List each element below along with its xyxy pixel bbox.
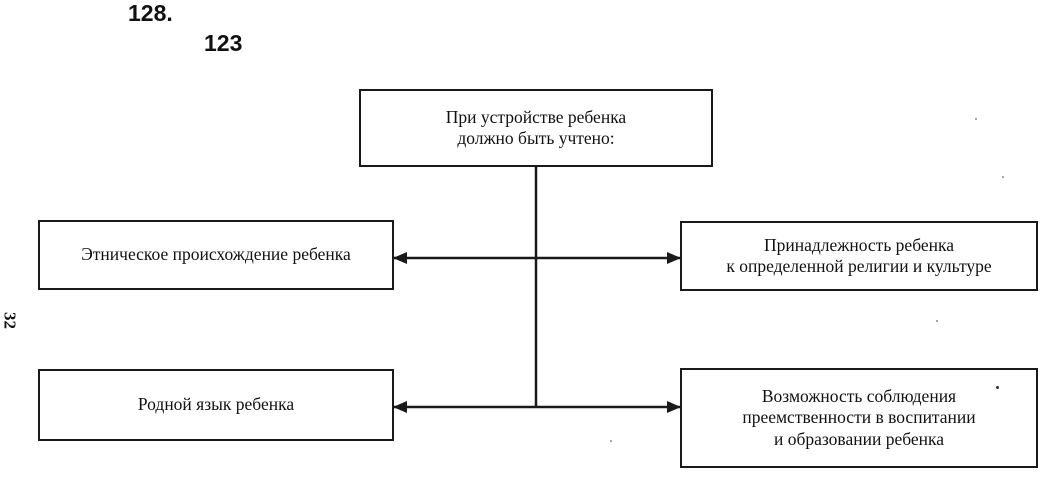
scan-speck	[996, 386, 999, 389]
root-node: При устройстве ребенка должно быть учтен…	[359, 89, 713, 167]
scan-speck	[1002, 176, 1004, 178]
node-religion-culture: Принадлежность ребенка к определенной ре…	[680, 221, 1038, 291]
node-continuity-upbringing: Возможность соблюдения преемственности в…	[680, 368, 1038, 468]
node-continuity-upbringing-label: Возможность соблюдения преемственности в…	[742, 386, 975, 450]
scan-speck	[936, 320, 938, 322]
node-religion-culture-label: Принадлежность ребенка к определенной ре…	[726, 235, 991, 278]
node-ethnic-origin: Этническое происхождение ребенка	[38, 220, 394, 290]
node-native-language-label: Родной язык ребенка	[138, 394, 294, 415]
root-node-label: При устройстве ребенка должно быть учтен…	[446, 107, 626, 150]
node-native-language: Родной язык ребенка	[38, 369, 394, 441]
scan-speck	[975, 118, 977, 120]
node-ethnic-origin-label: Этническое происхождение ребенка	[81, 244, 351, 265]
scan-speck	[610, 440, 612, 442]
